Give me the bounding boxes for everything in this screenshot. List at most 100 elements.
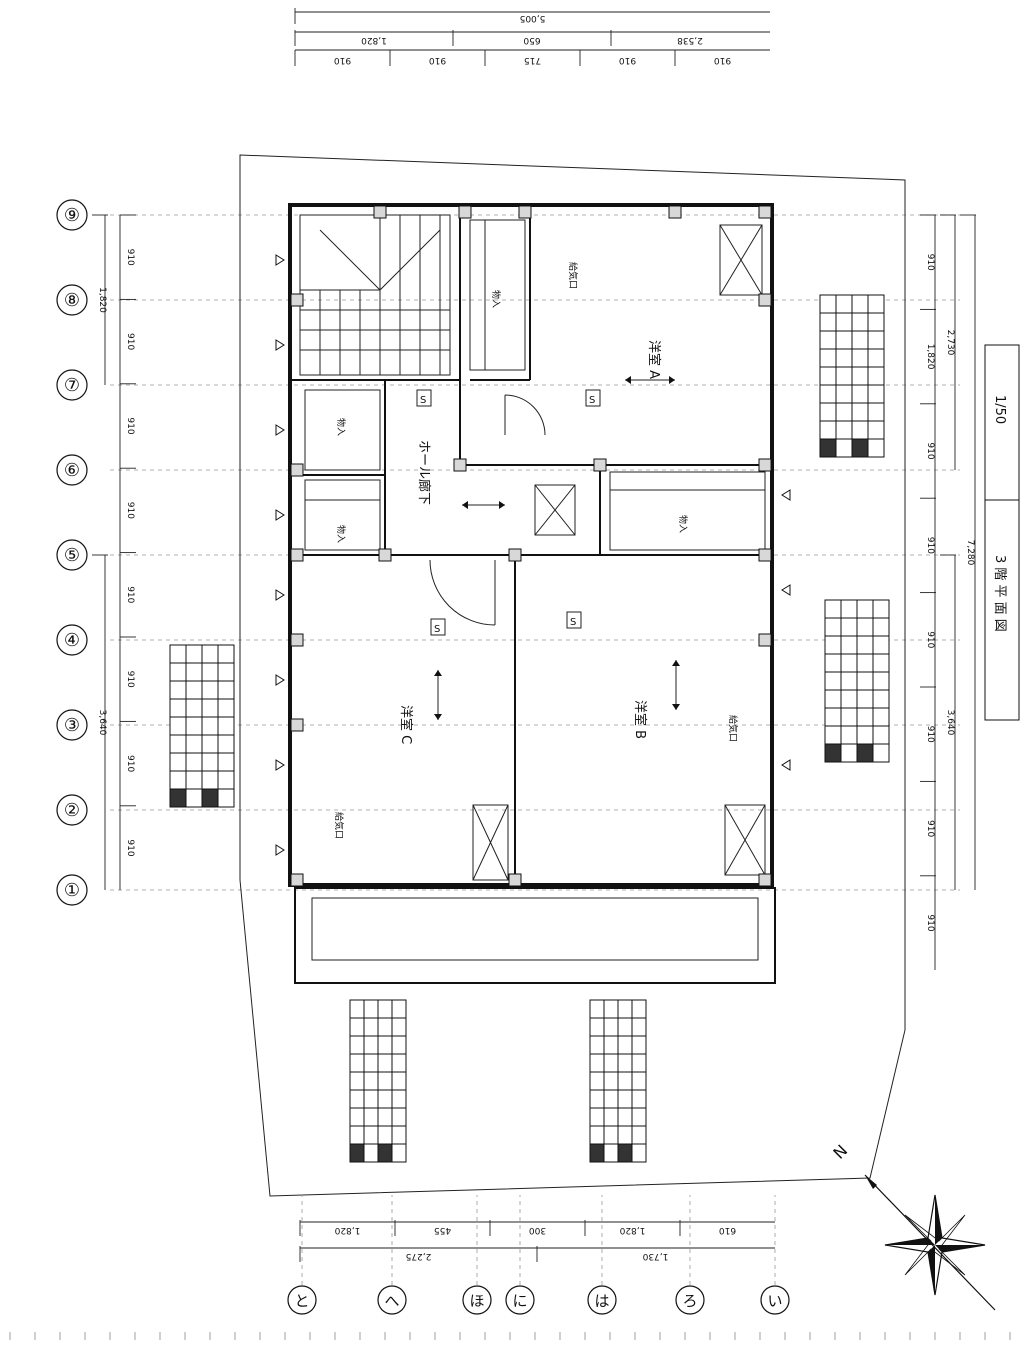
dimension-label: 1,820 xyxy=(361,35,387,45)
table-cell xyxy=(217,698,235,718)
dimension-label: 910 xyxy=(125,417,135,434)
dimension-label: 5,005 xyxy=(520,13,546,23)
table-cell xyxy=(377,1053,393,1073)
dimension-label: 910 xyxy=(925,254,935,271)
table-cell xyxy=(201,788,219,808)
table-cell xyxy=(617,1143,633,1163)
grid-letter: と xyxy=(294,1292,309,1310)
table-cell xyxy=(349,1089,365,1109)
table-cell xyxy=(185,680,203,700)
table-cell xyxy=(185,716,203,736)
staircase xyxy=(299,214,451,376)
table-cell xyxy=(201,662,219,682)
dimension-label: 910 xyxy=(925,537,935,554)
table-cell xyxy=(872,635,890,655)
table-cell xyxy=(185,644,203,664)
table-cell xyxy=(835,312,853,332)
dimension-label: 2,730 xyxy=(945,330,955,356)
window-marker xyxy=(781,584,791,596)
table-cell xyxy=(377,1071,393,1091)
table-cell xyxy=(617,1071,633,1091)
dimension-label: 910 xyxy=(925,914,935,931)
grid-bubble xyxy=(377,1285,407,1315)
schedule-table xyxy=(819,294,885,458)
schedule-table xyxy=(169,644,235,808)
grid-number: ⑤ xyxy=(64,545,80,566)
dimension-label: 1,730 xyxy=(642,1251,668,1261)
grid-letter: い xyxy=(767,1292,782,1310)
grid-number: ① xyxy=(64,880,80,901)
grid-bubble xyxy=(56,709,88,741)
table-cell xyxy=(363,1089,379,1109)
column xyxy=(508,873,522,887)
table-cell xyxy=(617,1107,633,1127)
table-cell xyxy=(589,1017,605,1037)
window-markers xyxy=(275,254,791,856)
dimension-label: 1,820 xyxy=(925,344,935,370)
table-cell xyxy=(217,644,235,664)
table-cell xyxy=(217,752,235,772)
grid-letter: は xyxy=(594,1292,609,1310)
table-cell xyxy=(824,653,842,673)
table-cell xyxy=(617,1125,633,1145)
table-cell xyxy=(391,1017,407,1037)
table-cell xyxy=(851,330,869,350)
dimension-label: 7,280 xyxy=(965,540,975,566)
table-cell xyxy=(851,294,869,314)
balcony-inner xyxy=(311,897,759,961)
table-cell xyxy=(840,689,858,709)
table-cell xyxy=(201,698,219,718)
column xyxy=(593,458,607,472)
table-cell xyxy=(185,662,203,682)
table-cell xyxy=(819,420,837,440)
table-cell xyxy=(872,671,890,691)
column xyxy=(290,463,304,477)
table-cell xyxy=(217,734,235,754)
table-cell xyxy=(217,662,235,682)
table-cell xyxy=(824,671,842,691)
table-cell xyxy=(363,1107,379,1127)
table-cell xyxy=(851,420,869,440)
table-cell xyxy=(589,1125,605,1145)
table-cell xyxy=(589,1107,605,1127)
table-cell xyxy=(872,617,890,637)
table-cell xyxy=(872,599,890,619)
table-cell xyxy=(185,770,203,790)
schedule-table xyxy=(824,599,890,763)
table-cell xyxy=(851,438,869,458)
dimension-label: 1,820 xyxy=(619,1225,645,1235)
svg-text:S: S xyxy=(420,395,426,406)
table-cell xyxy=(867,312,885,332)
table-cell xyxy=(631,999,647,1019)
dimension-label: 3,640 xyxy=(945,710,955,736)
schedule-tables xyxy=(169,294,890,1163)
table-cell xyxy=(867,366,885,386)
grid-number: ⑥ xyxy=(64,460,80,481)
column xyxy=(758,293,772,307)
table-cell xyxy=(363,1053,379,1073)
table-cell xyxy=(217,770,235,790)
page-edge-ticks xyxy=(9,1332,1011,1340)
door-swings xyxy=(429,394,546,626)
grid-number: ⑨ xyxy=(64,205,80,226)
svg-text:S: S xyxy=(434,624,440,635)
grid-bubble xyxy=(56,539,88,571)
table-cell xyxy=(391,1107,407,1127)
column xyxy=(668,205,682,219)
table-cell xyxy=(363,1035,379,1055)
dimension-label: 910 xyxy=(925,442,935,459)
table-cell xyxy=(835,438,853,458)
column xyxy=(453,458,467,472)
table-cell xyxy=(377,999,393,1019)
table-cell xyxy=(872,725,890,745)
table-cell xyxy=(631,1035,647,1055)
table-cell xyxy=(835,384,853,404)
column xyxy=(378,548,392,562)
schedule-table xyxy=(349,999,407,1163)
north-arrow-icon: N xyxy=(829,1141,996,1311)
dimension-label: 910 xyxy=(925,631,935,648)
eave-outline xyxy=(239,154,906,1197)
table-cell xyxy=(856,743,874,763)
